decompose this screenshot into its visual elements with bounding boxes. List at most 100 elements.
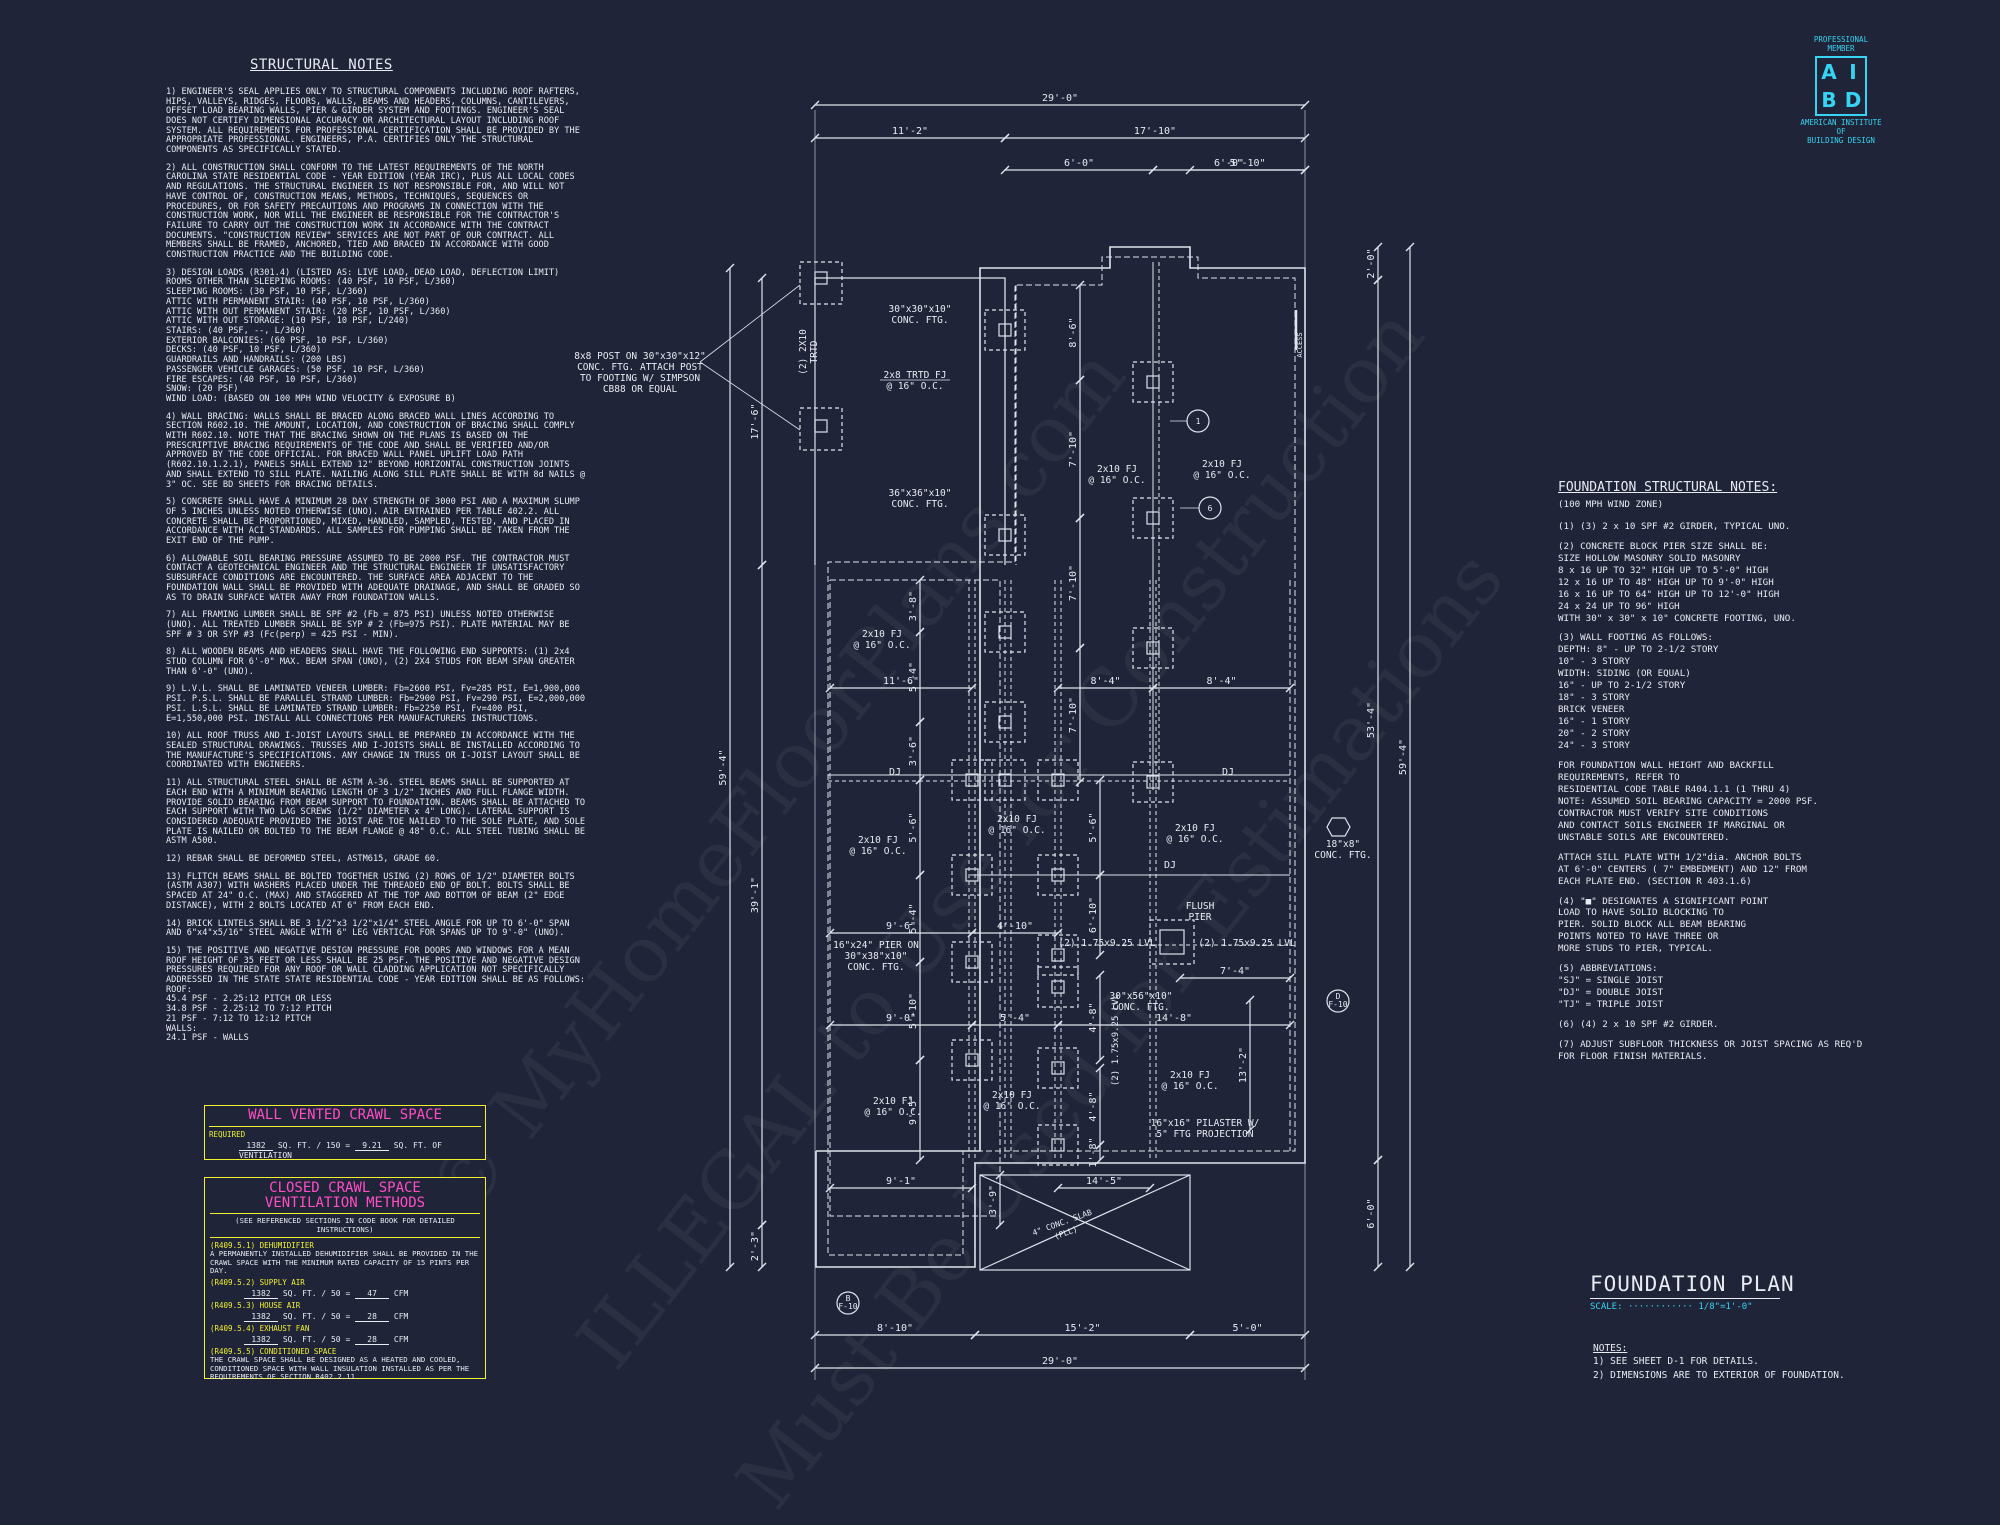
dim-int-16: 1'-8"	[1088, 1137, 1099, 1167]
dim-tick	[915, 775, 925, 785]
flush-pier	[1159, 929, 1185, 955]
pier-15-footing	[1037, 934, 1079, 976]
dim-right-mid: 53'-4"	[1366, 702, 1377, 738]
house-air-label: (R409.5.3) HOUSE AIR	[210, 1301, 301, 1311]
dim-tick	[1000, 133, 1010, 143]
dim-tick	[1185, 165, 1195, 175]
dim-tick	[1175, 973, 1185, 983]
pier-18	[1051, 1138, 1065, 1152]
dim-left-bot: 2'-3"	[750, 1231, 761, 1261]
pier-3-footing	[984, 611, 1026, 653]
lvl-label-1: (2) 1.75x9.25 LVL	[1058, 938, 1156, 949]
vent-unit: SQ. FT. OF VENTILATION	[239, 1140, 442, 1160]
dim-h-1: 11'-6"	[883, 676, 919, 687]
dim-tick	[1095, 970, 1105, 980]
drawing-scale: SCALE: ············ 1/8"=1'-0"	[1590, 1302, 1795, 1312]
structural-note-15: 15) THE POSITIVE AND NEGATIVE DESIGN PRE…	[166, 945, 586, 1044]
dim-tick	[915, 575, 925, 585]
dim-h-5: 4'-10"	[997, 921, 1033, 932]
dim-tick	[825, 1020, 835, 1030]
tag-b-circle	[836, 1291, 860, 1315]
dim-h-11: 14'-5"	[1086, 1176, 1122, 1187]
dim-tick	[1053, 1020, 1063, 1030]
dim-tick	[825, 1183, 835, 1193]
dim-int-1: 8'-6"	[1068, 317, 1079, 347]
access-label: ACCESS	[1296, 332, 1304, 357]
exhaust-area: 1382	[244, 1335, 278, 1346]
dim-tick	[1373, 242, 1383, 252]
dim-tick	[757, 1262, 767, 1272]
supply-value: 47	[355, 1289, 390, 1300]
dim-tick	[1373, 275, 1383, 285]
pier-12	[965, 868, 979, 882]
foundation-note-6: (4) "■" DESIGNATES A SIGNIFICANT POINT L…	[1558, 895, 1769, 955]
flush-pier-footing	[1149, 919, 1195, 965]
logo-letter: D	[1844, 87, 1862, 112]
pier-1-footing	[984, 309, 1026, 351]
required-label: REQUIRED	[209, 1129, 246, 1139]
dim-h-6: 9'-0"	[886, 1013, 916, 1024]
trtd-vertical-label: (2) 2X10TRTD	[798, 329, 820, 375]
divider	[210, 1237, 480, 1239]
dim-int-3: 7'-10"	[1068, 565, 1079, 601]
tag-d-circle	[1326, 989, 1350, 1013]
exhaust-fan-calc: 1382 SQ. FT. / 50 = 28 CFM	[244, 1335, 480, 1346]
dim-int-7: 3'-6"	[908, 736, 919, 766]
fj-label-2: 2x10 FJ@ 16" O.C.	[1193, 459, 1250, 481]
dim-tick	[1095, 950, 1105, 960]
dim-int-4: 7'-10"	[1068, 697, 1079, 733]
tag-hex	[1326, 817, 1351, 837]
dim-tick	[1245, 995, 1255, 1005]
fj-label-7: 2x10 FJ@ 16" O.C.	[1161, 1070, 1218, 1092]
dim-tick	[1075, 777, 1085, 787]
dim-tick	[1095, 1155, 1105, 1165]
foundation-note-2: (2) CONCRETE BLOCK PIER SIZE SHALL BE: S…	[1558, 540, 1796, 624]
structural-note-7: 7) ALL FRAMING LUMBER SHALL BE SPF #2 (F…	[166, 610, 570, 640]
dim-right-overall: 59'-4"	[1398, 739, 1409, 775]
cfm-unit: CFM	[393, 1312, 409, 1322]
dim-tick	[1095, 1063, 1105, 1073]
pier-7-footing	[1132, 497, 1174, 539]
ftg-top-label: 30"x30"x10"CONC. FTG.	[889, 304, 952, 326]
logo-letter: B	[1821, 87, 1837, 112]
scale-value: 1/8"=1'-0"	[1698, 1302, 1753, 1312]
dim-tick	[825, 683, 835, 693]
wall-vented-crawl-box: WALL VENTED CRAWL SPACE REQUIRED 1382 SQ…	[204, 1105, 486, 1160]
pier-4	[998, 715, 1012, 729]
conditioned-space-text: THE CRAWL SPACE SHALL BE DESIGNED AS A H…	[210, 1355, 470, 1382]
pier-11	[1051, 773, 1065, 787]
exhaust-value: 28	[355, 1335, 390, 1346]
closed-crawl-title-1: CLOSED CRAWL SPACE	[269, 1180, 421, 1196]
logo-bottom-2: OF	[1836, 126, 1846, 136]
dim-int-5: 3'-8"	[908, 591, 919, 621]
dim-int-8: 5'-6"	[908, 812, 919, 842]
dim-bottom-right: 5'-0"	[1232, 1323, 1262, 1334]
dim-tick	[757, 1220, 767, 1230]
pier-14-footing	[951, 941, 993, 983]
dim-tick	[757, 273, 767, 283]
dim-int-15: 4'-8"	[1088, 1091, 1099, 1121]
foundation-note-3: (3) WALL FOOTING AS FOLLOWS: DEPTH: 8" -…	[1558, 632, 1719, 752]
dim-h-8: 14'-8"	[1156, 1013, 1192, 1024]
dim-bottom-overall: 29'-0"	[1042, 1356, 1078, 1367]
pier-4-footing	[984, 701, 1026, 743]
dim-tick	[1053, 928, 1063, 938]
pier-6	[1146, 375, 1160, 389]
dim-tick	[1145, 1183, 1155, 1193]
post-note: 8x8 POST ON 30"x30"x12"CONC. FTG. ATTACH…	[574, 351, 706, 395]
dim-h-4: 9'-6"	[886, 921, 916, 932]
dim-tick	[995, 1170, 1005, 1180]
fj-label-1: 2x10 FJ@ 16" O.C.	[1088, 464, 1145, 486]
foundation-note-8: (6) (4) 2 x 10 SPF #2 GIRDER.	[1558, 1019, 1719, 1031]
dim-tick	[1148, 683, 1158, 693]
dim-h-10: 9'-1"	[886, 1176, 916, 1187]
slab-x-2	[979, 1174, 1191, 1271]
trtd-fj-label: 2x8 TRTD FJ@ 16" O.C.	[884, 370, 947, 392]
pier-13	[1051, 868, 1065, 882]
pier-16-footing	[951, 1039, 993, 1081]
structural-notes-title: STRUCTURAL NOTES	[250, 57, 393, 73]
dim-tick	[1405, 242, 1415, 252]
dim-int-18: 3'-9"	[988, 1185, 999, 1215]
